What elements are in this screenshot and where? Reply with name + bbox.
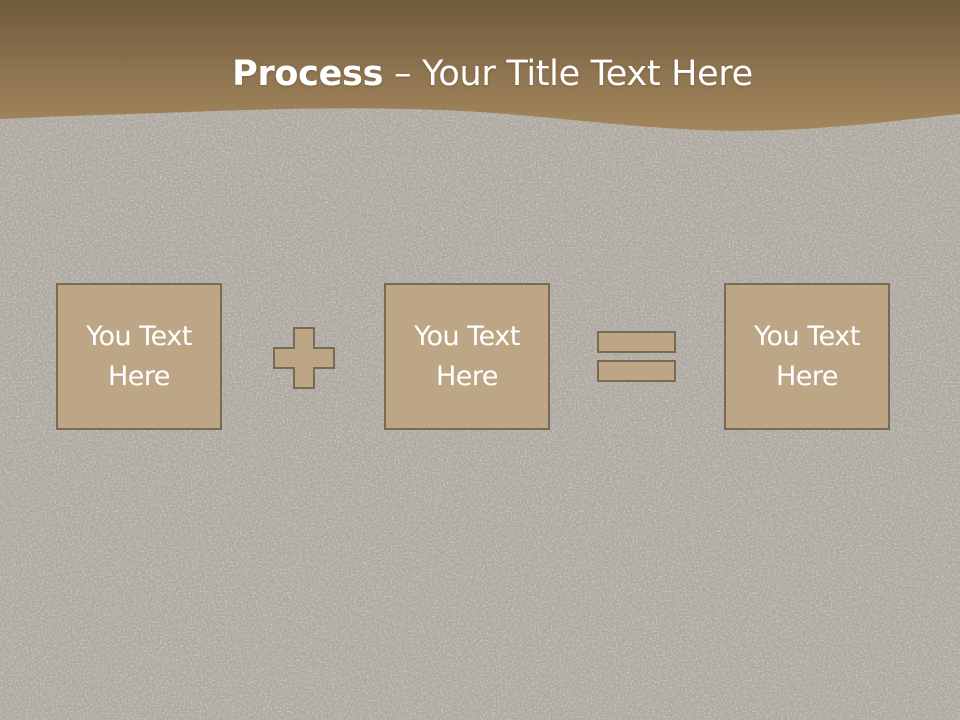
process-box-2-text: You Text Here xyxy=(414,320,520,392)
process-box-3-text: You Text Here xyxy=(754,320,860,392)
title-bold: Process xyxy=(232,54,384,94)
equals-icon xyxy=(597,331,676,382)
process-box-1-text: You Text Here xyxy=(86,320,192,392)
process-box-1[interactable]: You Text Here xyxy=(56,283,222,430)
plus-icon xyxy=(273,327,335,389)
process-box-2[interactable]: You Text Here xyxy=(384,283,550,430)
title-rest: – Your Title Text Here xyxy=(383,54,753,94)
header-band xyxy=(0,0,960,131)
page-title: Process – Your Title Text Here xyxy=(0,52,960,96)
process-box-3[interactable]: You Text Here xyxy=(724,283,890,430)
